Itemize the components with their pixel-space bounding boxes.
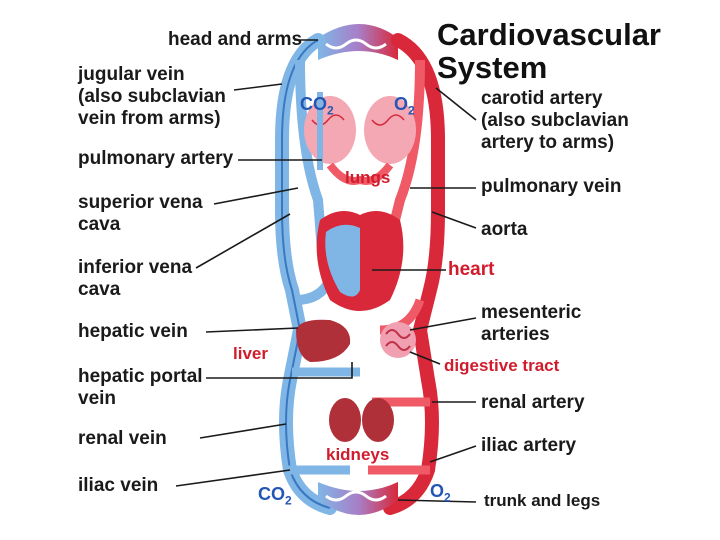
kidneys (329, 398, 394, 442)
digestive-tract (380, 322, 416, 358)
label-hepatic-portal-vein: hepatic portal vein (78, 366, 203, 410)
venous-loop (275, 33, 360, 515)
label-o2-top: O2 (394, 94, 415, 118)
label-renal-artery: renal artery (481, 392, 585, 413)
label-jugular-vein-line-2: (also subclavian (78, 86, 226, 107)
label-kidneys: kidneys (326, 445, 390, 464)
label-superior-vena-cava: superior vena cava (78, 192, 203, 236)
label-iliac-artery: iliac artery (481, 435, 577, 456)
co2-top-base: CO (300, 94, 327, 114)
label-co2-top: CO2 (300, 94, 334, 118)
label-mesenteric-arteries-line-1: mesenteric (481, 302, 582, 323)
label-jugular-vein: jugular vein (also subclavian vein from … (78, 64, 226, 130)
label-hepatic-portal-vein-line-2: vein (78, 388, 117, 409)
co2-bottom-sub: 2 (285, 493, 292, 508)
label-renal-vein: renal vein (78, 428, 167, 449)
label-heart: heart (448, 259, 495, 280)
label-hepatic-vein: hepatic vein (78, 321, 188, 342)
o2-bottom-sub: 2 (444, 490, 451, 505)
label-o2-bottom: O2 (430, 481, 451, 505)
label-superior-vena-cava-line-2: cava (78, 214, 121, 235)
label-iliac-vein: iliac vein (78, 475, 159, 496)
title-line-2: System (437, 50, 548, 85)
label-co2-bottom: CO2 (258, 484, 292, 508)
label-liver: liver (233, 344, 268, 363)
label-jugular-vein-line-1: jugular vein (78, 64, 185, 85)
label-lungs: lungs (345, 168, 391, 187)
label-trunk-and-legs: trunk and legs (484, 491, 601, 510)
label-carotid-artery: carotid artery (also subclavian artery t… (481, 88, 629, 154)
heart (316, 211, 404, 311)
label-aorta: aorta (481, 219, 528, 240)
label-head-and-arms: head and arms (168, 29, 303, 50)
label-superior-vena-cava-line-1: superior vena (78, 192, 203, 213)
label-jugular-vein-line-3: vein from arms) (78, 108, 221, 129)
label-pulmonary-artery: pulmonary artery (78, 148, 234, 169)
trunk-legs-capillary-bed (318, 482, 398, 515)
o2-top-sub: 2 (408, 103, 415, 118)
leader-lines (175, 39, 477, 503)
co2-bottom-base: CO (258, 484, 285, 504)
title-line-1: Cardiovascular (437, 17, 661, 52)
label-carotid-artery-line-2: (also subclavian (481, 110, 629, 131)
label-carotid-artery-line-3: artery to arms) (481, 132, 615, 153)
lungs (304, 92, 416, 185)
label-inferior-vena-cava-line-1: inferior vena (78, 257, 193, 278)
label-carotid-artery-line-1: carotid artery (481, 88, 603, 109)
diagram-title: Cardiovascular System (437, 18, 661, 84)
co2-top-sub: 2 (327, 103, 334, 118)
label-mesenteric-arteries-line-2: arteries (481, 324, 550, 345)
label-inferior-vena-cava: inferior vena cava (78, 257, 192, 301)
arterial-loop (368, 33, 445, 515)
label-digestive-tract: digestive tract (444, 356, 560, 375)
label-hepatic-portal-vein-line-1: hepatic portal (78, 366, 203, 387)
o2-top-base: O (394, 94, 409, 114)
label-mesenteric-arteries: mesenteric arteries (481, 302, 581, 346)
liver (296, 319, 351, 362)
head-arms-capillary-bed (318, 24, 398, 60)
label-pulmonary-vein: pulmonary vein (481, 176, 622, 197)
label-inferior-vena-cava-line-2: cava (78, 279, 121, 300)
o2-bottom-base: O (430, 481, 445, 501)
